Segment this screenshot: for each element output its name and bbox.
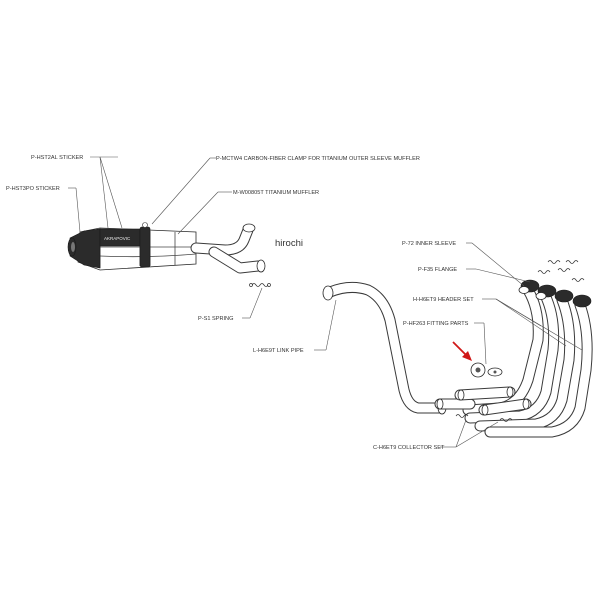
part-labels: P-HST2AL STICKER P-HST3PO STICKER P-MCTW…: [6, 155, 474, 451]
label-inner-sleeve: P-72 INNER SLEEVE: [402, 241, 456, 247]
label-sticker-left: P-HST3PO STICKER: [6, 186, 60, 192]
red-arrow-icon: [452, 341, 472, 361]
inner-sleeves: [518, 286, 547, 300]
label-clamp: P-MCTW4 CARBON-FIBER CLAMP FOR TITANIUM …: [216, 156, 420, 162]
muffler-link-tube: [190, 223, 266, 274]
muffler-assembly: AKRAPOVIC: [67, 222, 271, 287]
svg-text:AKRAPOVIC: AKRAPOVIC: [104, 236, 131, 241]
collector-set: [434, 386, 532, 422]
carbon-end-cap: [67, 228, 101, 269]
header-pipe-2: [464, 289, 560, 424]
spring: [249, 283, 271, 287]
label-fitting-parts: P-HF263 FITTING PARTS: [403, 321, 469, 327]
header-pipe-3: [474, 294, 576, 432]
label-header-set: H-H6ET9 HEADER SET: [413, 297, 474, 303]
leader-lines: [68, 156, 583, 448]
label-flange: P-F35 FLANGE: [418, 267, 457, 273]
label-link-pipe: L-H6E9T LINK PIPE: [253, 348, 304, 354]
link-pipe: [322, 281, 447, 415]
label-muffler: M-W00805T TITANIUM MUFFLER: [233, 190, 319, 196]
label-spring: P-S1 SPRING: [198, 316, 233, 322]
carbon-clamp: [139, 222, 151, 268]
fitting-parts: [470, 362, 503, 378]
sticker-band: AKRAPOVIC: [99, 228, 141, 247]
header-pipe-4: [484, 299, 593, 438]
header-set: [462, 260, 593, 438]
label-collector-set: C-H6ET9 COLLECTOR SET: [373, 445, 445, 451]
header-springs: [537, 260, 585, 282]
watermark-text: hirochi: [275, 238, 303, 249]
label-sticker-top: P-HST2AL STICKER: [31, 155, 83, 161]
